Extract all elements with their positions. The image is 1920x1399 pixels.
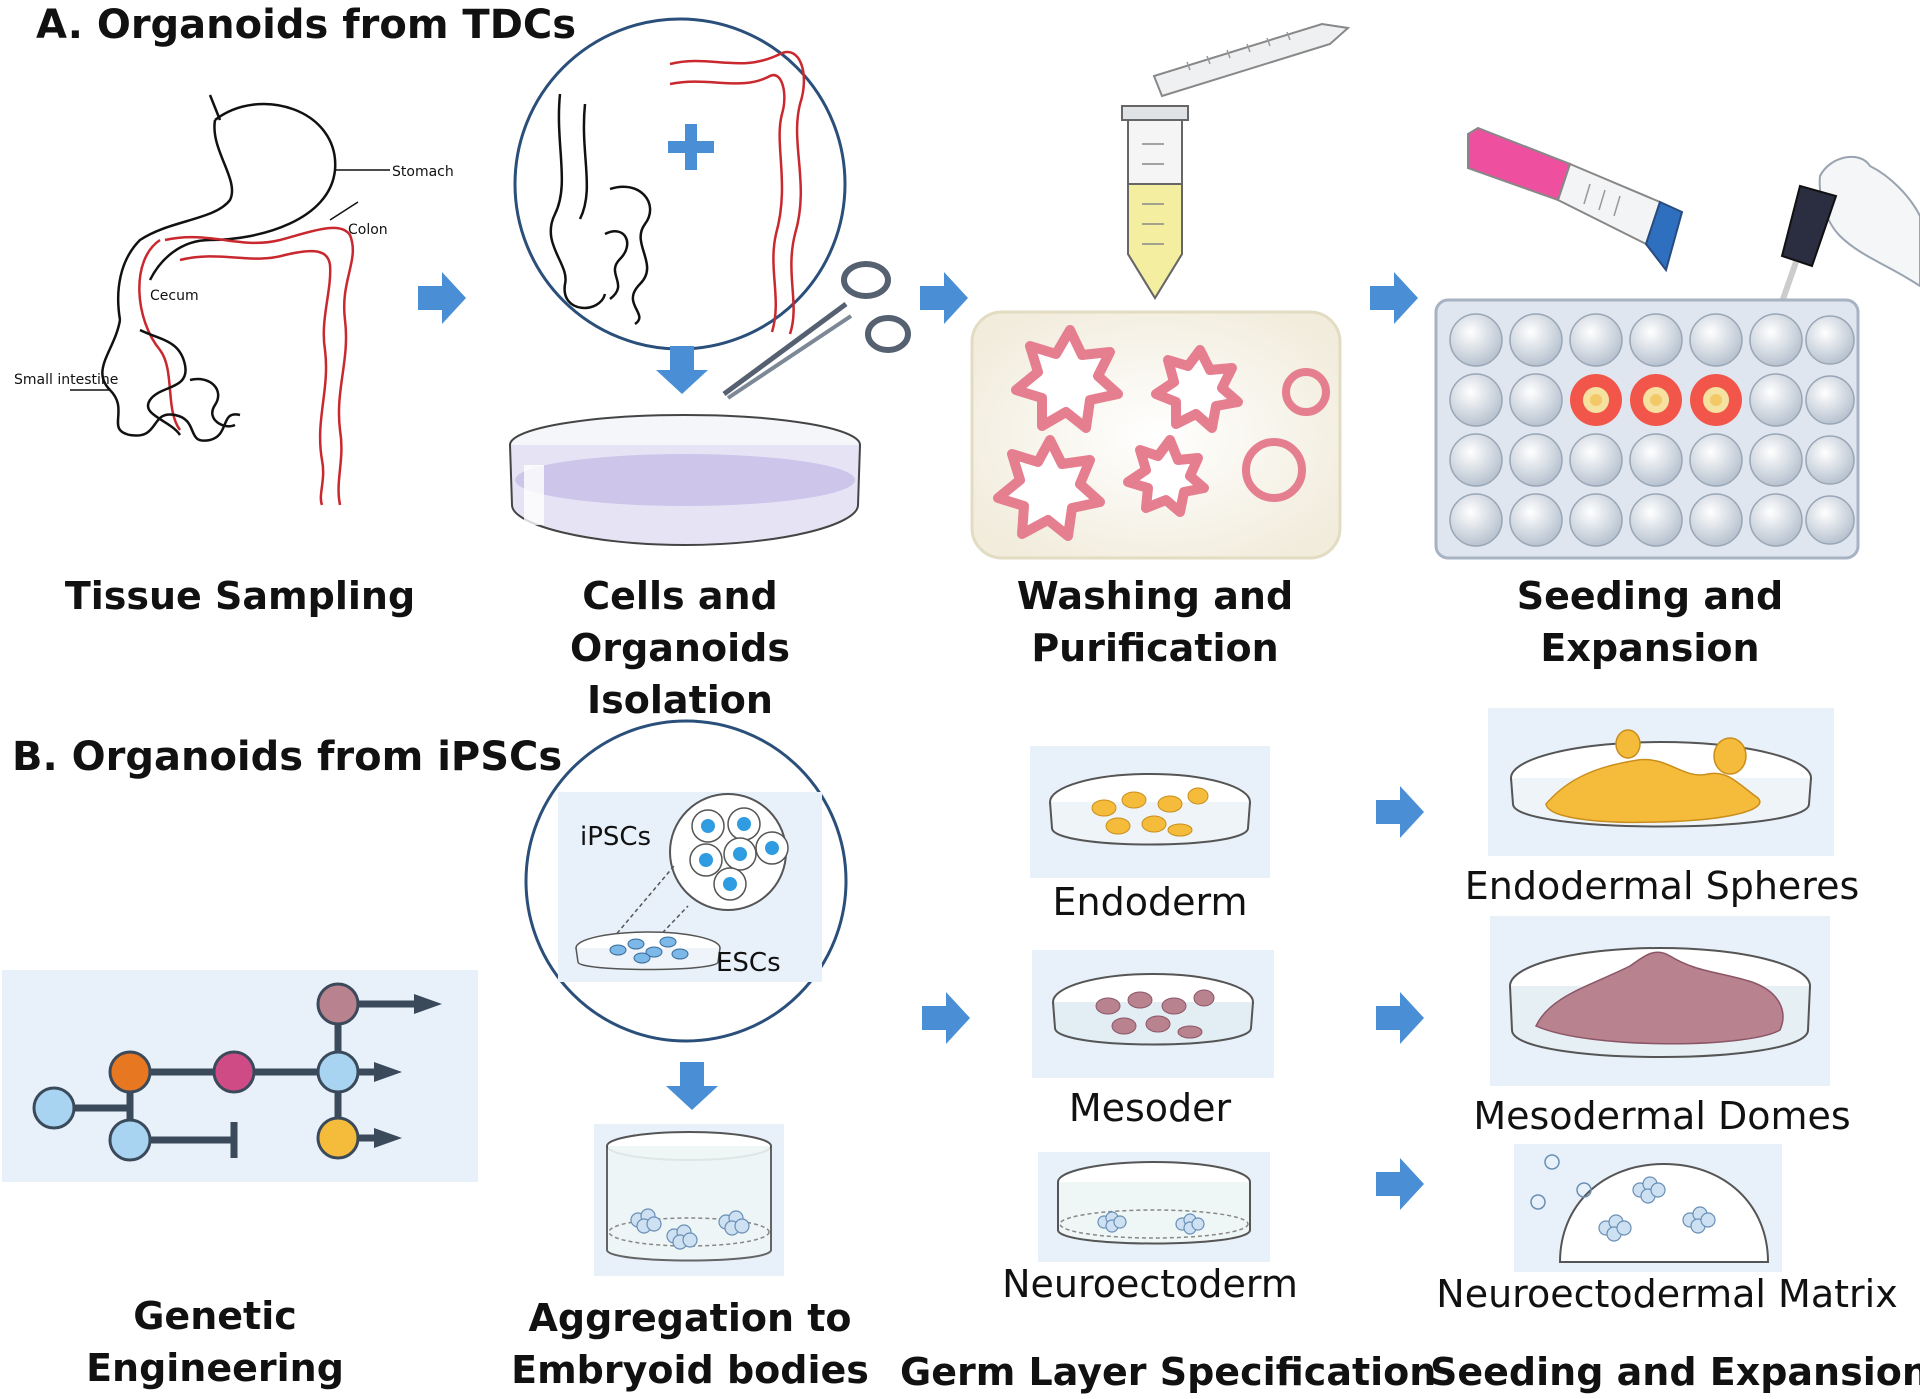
mesoderm-dish-illustration [1032, 950, 1274, 1078]
arrow-right-icon [1376, 1158, 1424, 1210]
arrow-right-icon [1370, 272, 1418, 324]
step-label-tissue-sampling: Tissue Sampling [64, 574, 416, 618]
endodermal-spheres-illustration [1488, 708, 1834, 856]
arrow-down-icon [666, 1062, 718, 1110]
gene-network-diagram [32, 982, 442, 1162]
centrifuge-tube-icon [1121, 105, 1189, 300]
organoid-label-neuroectodermal-matrix: Neuroectodermal Matrix [1436, 1272, 1898, 1316]
forceps-icon [722, 261, 911, 400]
tissue-circle-illustration [513, 17, 847, 351]
ipsc-circle-illustration [524, 719, 848, 1043]
arrow-right-icon [1376, 992, 1424, 1044]
step-label-germ-layer-specification: Germ Layer Specification [900, 1350, 1437, 1394]
section-a-title: A. Organoids from TDCs [36, 2, 577, 48]
neuroectodermal-matrix-illustration [1514, 1144, 1782, 1272]
gi-tract-illustration [70, 94, 390, 506]
mesodermal-domes-illustration [1490, 916, 1830, 1086]
germ-layer-label-endoderm: Endoderm [1052, 880, 1248, 924]
cecum-label: Cecum [150, 288, 199, 304]
arrow-right-icon [418, 272, 466, 324]
petri-dish-illustration [509, 414, 861, 547]
colon-label: Colon [348, 222, 388, 238]
endoderm-dish-illustration [1030, 746, 1270, 878]
embryoid-body-dish-illustration [594, 1124, 784, 1276]
stomach-label: Stomach [392, 164, 454, 180]
neuroectoderm-dish-illustration [1038, 1152, 1270, 1262]
step-label-seeding-b: Seeding and Expansion [1430, 1350, 1920, 1394]
gene-network-panel [2, 970, 478, 1182]
germ-layer-label-neuroectoderm: Neuroectoderm [1002, 1262, 1298, 1306]
small-intestine-label: Small intestine [14, 372, 119, 388]
arrow-right-icon [922, 992, 970, 1044]
ipscs-label: iPSCs [580, 822, 652, 852]
organoid-label-endodermal-spheres: Endodermal Spheres [1464, 864, 1860, 908]
escs-label: ESCs [716, 948, 781, 978]
arrow-down-icon [656, 346, 708, 394]
section-b-title: B. Organoids from iPSCs [12, 734, 563, 780]
arrow-right-icon [920, 272, 968, 324]
culture-tube-icon [1467, 126, 1684, 273]
well-plate-illustration [1434, 298, 1860, 560]
organoids-panel-illustration [970, 310, 1342, 560]
germ-layer-label-mesoder: Mesoder [1068, 1086, 1232, 1130]
organoid-label-mesodermal-domes: Mesodermal Domes [1473, 1094, 1851, 1138]
pipette-icon [1152, 22, 1350, 98]
arrow-right-icon [1376, 786, 1424, 838]
